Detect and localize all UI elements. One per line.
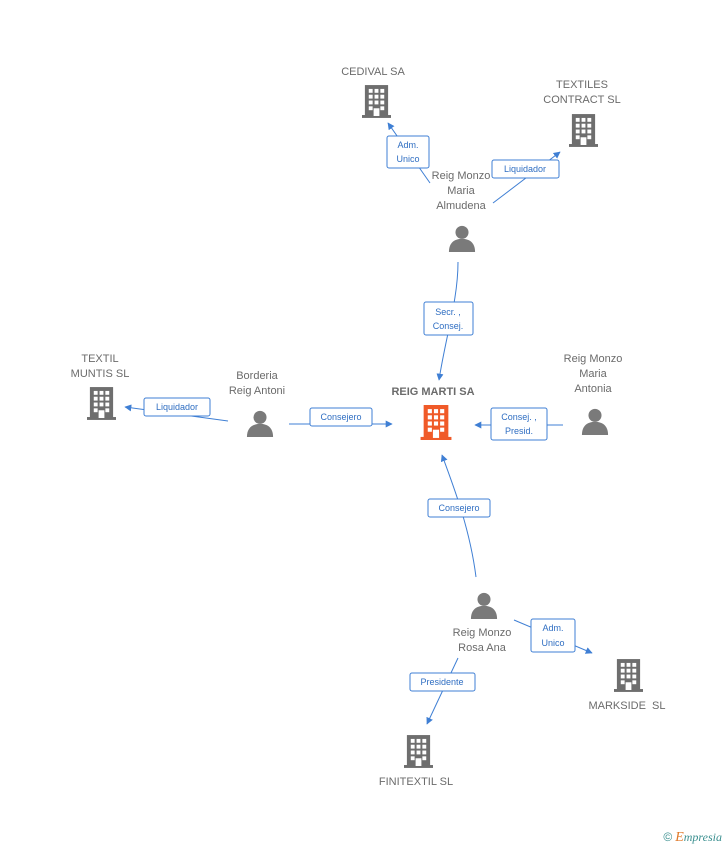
- node-label: Reig Antoni: [229, 385, 285, 397]
- person-icon: [246, 410, 274, 437]
- edge-label: Consejero: [320, 412, 361, 422]
- edge-secr-consej-reig-marti: Secr. , Consej.: [423, 261, 474, 381]
- node-label: Maria: [579, 368, 607, 380]
- building-icon: [362, 85, 391, 118]
- company-node-finitextil[interactable]: FINITEXTIL SL: [379, 735, 453, 788]
- company-node-textil-muntis[interactable]: TEXTIL MUNTIS SL: [71, 353, 130, 420]
- node-label: FINITEXTIL SL: [379, 776, 453, 788]
- brand-first-letter: E: [675, 830, 684, 845]
- node-label: Antonia: [574, 383, 612, 395]
- node-label: TEXTIL: [81, 353, 118, 365]
- person-icon: [581, 408, 609, 435]
- edge-label: Presidente: [420, 677, 463, 687]
- company-node-textiles-contract[interactable]: TEXTILES CONTRACT SL: [543, 79, 621, 147]
- node-label: MARKSIDE SL: [588, 700, 665, 712]
- node-label: CEDIVAL SA: [341, 66, 405, 78]
- svg-text:Consej. ,Presid.: Consej. , Presid.: [501, 412, 537, 436]
- edge-label: Adm.: [542, 623, 563, 633]
- svg-text:Adm.Unico: Adm. Unico: [541, 623, 564, 648]
- svg-text:Adm.Unico: Adm. Unico: [396, 140, 419, 164]
- node-label: REIG MARTI SA: [391, 386, 474, 398]
- building-icon: [614, 659, 643, 692]
- edge-consejero-borderia: Consejero: [289, 407, 393, 428]
- person-icon: [448, 225, 476, 252]
- brand-name: mpresia: [683, 830, 722, 844]
- edge-adm-unico-markside: Adm. Unico: [513, 618, 593, 654]
- edge-liquidador-textil-muntis: Liquidador: [124, 397, 229, 422]
- edge-adm-unico-cedival: Adm. Unico: [386, 122, 431, 184]
- building-icon: [420, 405, 452, 440]
- node-label: MUNTIS SL: [71, 368, 130, 380]
- company-node-markside[interactable]: MARKSIDE SL: [588, 659, 666, 712]
- node-label: CONTRACT SL: [543, 94, 620, 106]
- empresia-brand-logo[interactable]: ©Empresia: [663, 830, 722, 846]
- edge-label: Secr. ,: [435, 307, 461, 317]
- company-node-reig-marti[interactable]: REIG MARTI SA: [391, 386, 475, 440]
- node-label: Almudena: [436, 200, 486, 212]
- node-label: TEXTILES: [556, 79, 608, 91]
- edge-consejero-rosa-ana: Consejero: [427, 454, 491, 578]
- edge-label: Liquidador: [504, 164, 546, 174]
- company-node-cedival[interactable]: CEDIVAL SA: [341, 66, 405, 118]
- building-icon: [404, 735, 433, 768]
- edge-label: Liquidador: [156, 402, 198, 412]
- svg-text:Secr. ,Consej.: Secr. , Consej.: [433, 307, 464, 331]
- building-icon: [87, 387, 116, 420]
- person-icon: [470, 592, 498, 619]
- node-label: Maria: [447, 185, 475, 197]
- edge-label: Adm.: [397, 140, 418, 150]
- edge-label: Unico: [396, 154, 419, 164]
- building-icon: [569, 114, 598, 147]
- edge-label: Presid.: [505, 426, 533, 436]
- node-label: Reig Monzo: [432, 170, 491, 182]
- edge-label: Consejero: [438, 503, 479, 513]
- edge-label: Consej.: [433, 321, 464, 331]
- node-label: Rosa Ana: [458, 642, 507, 654]
- edge-label: Consej. ,: [501, 412, 537, 422]
- node-label: Reig Monzo: [453, 627, 512, 639]
- edge-presidente-finitextil: Presidente: [409, 657, 476, 725]
- node-label: Reig Monzo: [564, 353, 623, 365]
- edge-label: Unico: [541, 638, 564, 648]
- edge-liquidador-textiles-contract: Liquidador: [491, 151, 561, 204]
- edge-consej-presid-antonia: Consej. , Presid.: [474, 407, 563, 441]
- node-label: Borderia: [236, 370, 278, 382]
- copyright-icon: ©: [663, 830, 673, 844]
